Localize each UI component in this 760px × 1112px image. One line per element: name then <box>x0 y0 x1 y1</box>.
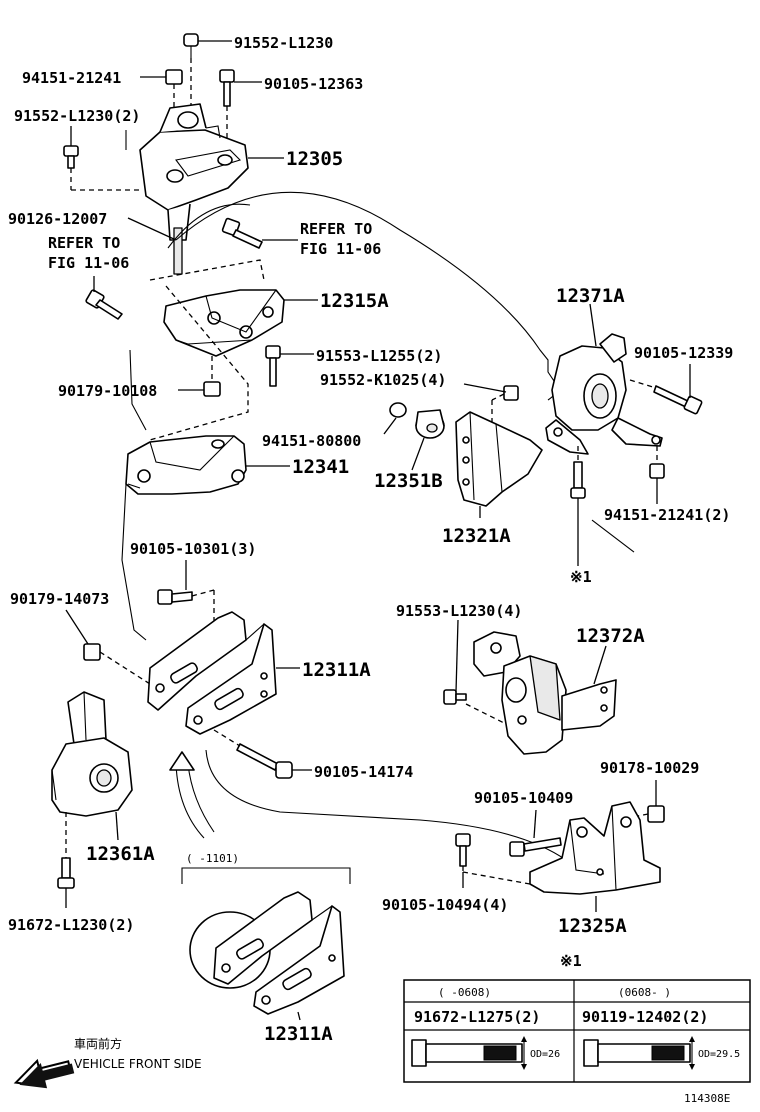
table-col1-part: 91672-L1275(2) <box>414 1008 540 1026</box>
bolt-90105-10494 <box>455 833 531 885</box>
table-col2-part: 90119-12402(2) <box>582 1008 708 1026</box>
label-12361A: 12361A <box>86 843 155 865</box>
label-94151-80800: 94151-80800 <box>262 432 361 450</box>
bolt-90105-12339 <box>629 379 703 415</box>
engine-mount-12371A <box>545 333 663 455</box>
label-12371A: 12371A <box>556 285 625 307</box>
label-91553-L1255-2: 91553-L1255(2) <box>316 347 442 365</box>
bolt-91552-L1230 <box>183 33 199 108</box>
bolt-90105-14174 <box>213 729 293 779</box>
engine-mount-12305 <box>125 103 249 275</box>
label-12341: 12341 <box>292 456 349 478</box>
figure-id: 114308E <box>684 1092 730 1105</box>
bracket-12341 <box>125 435 247 495</box>
bracket-12325A <box>529 801 661 895</box>
table-col2-od: OD=29.5 <box>698 1049 740 1060</box>
refer-to-right: REFER TO <box>300 220 372 238</box>
label-12305: 12305 <box>286 148 343 170</box>
bolt-note-1 <box>570 446 586 499</box>
front-jp-label: 車両前方 <box>74 1036 122 1051</box>
bracket-12315A <box>163 289 285 357</box>
engine-mount-12372A <box>473 631 617 755</box>
nut-94151-21241-2 <box>649 446 665 479</box>
table-col1-range: ( -0608) <box>438 986 491 999</box>
table-col2-range: (0608- ) <box>618 986 671 999</box>
bolt-90105-10409 <box>509 837 562 857</box>
note-mark: ※1 <box>570 568 592 586</box>
label-12311A-alt: 12311A <box>264 1023 333 1045</box>
date-range-bracket <box>181 867 351 884</box>
date-range-alt: ( -1101) <box>186 852 239 865</box>
label-91552-L1230-2: 91552-L1230(2) <box>14 107 140 125</box>
bolt-90105-10301 <box>157 589 215 622</box>
bolt-91553-L1255 <box>265 345 281 387</box>
label-12315A: 12315A <box>320 290 389 312</box>
label-94151-21241-2: 94151-21241(2) <box>604 506 730 524</box>
label-90105-10409: 90105-10409 <box>474 789 573 807</box>
label-91672-L1230-2: 91672-L1230(2) <box>8 916 134 934</box>
label-90105-10301-3: 90105-10301(3) <box>130 540 256 558</box>
bushing-12351B <box>415 409 445 439</box>
assembly-arrow <box>169 751 215 839</box>
refer-to-left: REFER TO <box>48 234 120 252</box>
label-90105-14174: 90105-14174 <box>314 763 413 781</box>
nut-94151-80800 <box>389 402 407 418</box>
label-91552-K1025-4: 91552-K1025(4) <box>320 371 446 389</box>
bolt-refer-left <box>85 289 123 320</box>
bolt-sketch-91672-L1275 <box>411 1036 527 1070</box>
bolt-91552-L1230-2 <box>63 145 140 191</box>
label-90105-12363: 90105-12363 <box>264 75 363 93</box>
label-90178-10029: 90178-10029 <box>600 759 699 777</box>
label-12351B: 12351B <box>374 470 443 492</box>
nut-90178-10029 <box>627 805 665 823</box>
label-12311A: 12311A <box>302 659 371 681</box>
front-arrow-icon <box>13 1058 75 1089</box>
nut-90179-10108 <box>203 356 221 397</box>
front-en-label: VEHICLE FRONT SIDE <box>74 1057 202 1071</box>
label-90126-12007: 90126-12007 <box>8 210 107 228</box>
bracket-12311A <box>147 611 277 735</box>
nut-90179-14073 <box>83 643 151 685</box>
bolt-sketch-90119-12402 <box>583 1036 695 1070</box>
label-12325A: 12325A <box>558 915 627 937</box>
fig-ref-left: FIG 11-06 <box>48 254 129 272</box>
fig-ref-right: FIG 11-06 <box>300 240 381 258</box>
table-col1-od: OD=26 <box>530 1049 560 1060</box>
label-90179-14073: 90179-14073 <box>10 590 109 608</box>
label-91552-L1230: 91552-L1230 <box>234 34 333 52</box>
label-12372A: 12372A <box>576 625 645 647</box>
bolt-refer-right <box>221 217 263 249</box>
bolt-91552-K1025 <box>491 385 519 430</box>
bolt-91553-L1230 <box>443 689 511 727</box>
label-90105-12339: 90105-12339 <box>634 344 733 362</box>
label-91553-L1230-4: 91553-L1230(4) <box>396 602 522 620</box>
label-94151-21241: 94151-21241 <box>22 69 121 87</box>
note-mark-table: ※1 <box>560 952 582 970</box>
engine-mount-12361A <box>51 691 133 858</box>
bolt-91672-L1230 <box>57 857 75 889</box>
label-90179-10108: 90179-10108 <box>58 382 157 400</box>
bracket-12321A <box>455 411 543 507</box>
label-12321A: 12321A <box>442 525 511 547</box>
label-90105-10494-4: 90105-10494(4) <box>382 896 508 914</box>
bracket-12311A-alt <box>189 891 345 1015</box>
